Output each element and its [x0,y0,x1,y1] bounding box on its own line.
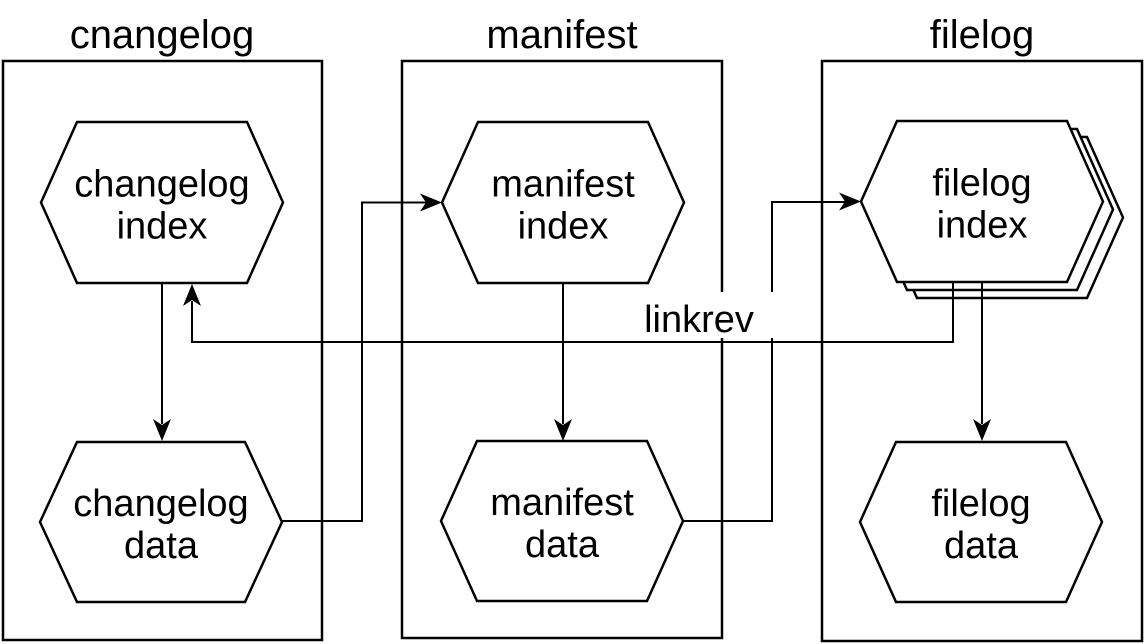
arrowhead-manifest-data-to-filelog-index [839,192,861,211]
filelog-group-box [820,59,1144,643]
changelog-index-label-line2: index [117,206,208,248]
filelog-index-label-line1: filelog [932,163,1031,205]
edge-linkrev [191,282,954,343]
manifest-group-title: manifest [486,13,637,57]
changelog-data-label-line1: changelog [73,483,248,525]
manifest-data-label-line2: data [525,524,600,566]
filelog-index-label-line2: index [937,205,1028,247]
arrowhead-changelog-index-to-data [153,419,171,441]
filelog-index-node [859,119,1105,284]
changelog-group-box [1,59,324,642]
filelog-group-title: filelog [930,13,1035,57]
arrowhead-changelog-data-to-manifest-index [420,193,442,212]
manifest-index-node [440,120,686,285]
changelog-index-node [39,120,285,285]
manifest-index-label-line1: manifest [491,164,635,206]
manifest-data-label-line1: manifest [490,482,634,524]
arrowhead-filelog-index-to-data [973,419,991,441]
filelog-data-label-line1: filelog [931,483,1030,525]
changelog-group-title: cnangelog [70,13,255,57]
manifest-group-box [400,59,724,640]
linkrev-label: linkrev [644,299,754,341]
manifest-index-label-line2: index [518,206,609,248]
edge-manifest-data-to-filelog-index [683,201,846,522]
arrowhead-manifest-index-to-data [554,419,572,441]
changelog-data-label-line2: data [124,525,199,567]
arrowhead-linkrev [183,284,201,306]
linkrev-label-background [630,292,788,338]
filelog-data-label-line2: data [944,525,1019,567]
edge-changelog-data-to-manifest-index [282,201,427,522]
changelog-index-label-line1: changelog [74,164,249,206]
filelog-data-node [858,440,1104,604]
